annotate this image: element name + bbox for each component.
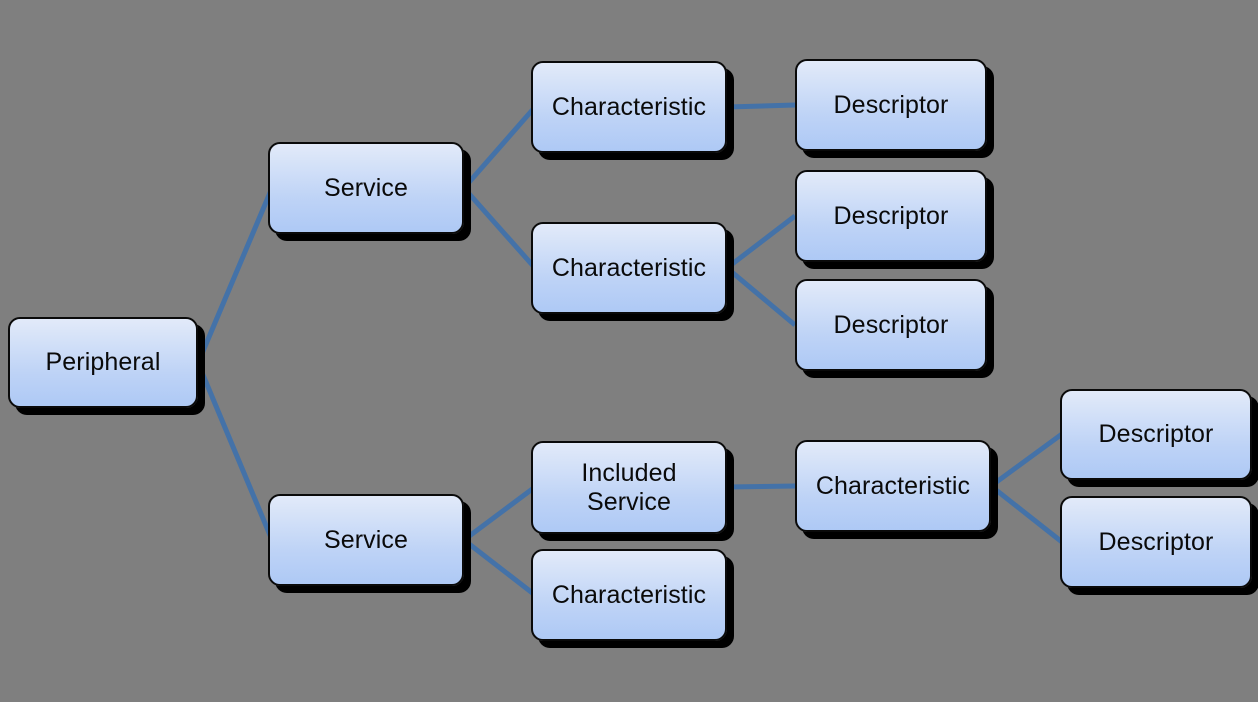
edge-service-1-to-characteristic-1	[462, 105, 537, 190]
edge-characteristic-2-to-descriptor-3	[725, 266, 797, 327]
edge-peripheral-to-service-2	[195, 362, 275, 541]
edge-characteristic-3-to-descriptor-5	[989, 484, 1064, 544]
node-descriptor-4[interactable]: Descriptor	[1060, 389, 1252, 480]
node-characteristic-3[interactable]: Characteristic	[795, 440, 991, 532]
node-service-2[interactable]: Service	[268, 494, 464, 586]
node-included-service[interactable]: Included Service	[531, 441, 727, 534]
edge-service-1-to-characteristic-2	[462, 186, 537, 270]
node-characteristic-2[interactable]: Characteristic	[531, 222, 727, 314]
node-descriptor-1[interactable]: Descriptor	[795, 59, 987, 151]
edge-characteristic-1-to-descriptor-1	[726, 102, 796, 110]
node-characteristic-1[interactable]: Characteristic	[531, 61, 727, 153]
edge-characteristic-2-to-descriptor-2	[725, 214, 797, 270]
node-descriptor-5[interactable]: Descriptor	[1060, 496, 1252, 588]
edge-peripheral-to-service-1	[195, 187, 275, 364]
edge-included-service-to-characteristic-3	[726, 483, 796, 490]
node-service-1[interactable]: Service	[268, 142, 464, 234]
edge-service-2-to-characteristic-4	[462, 538, 537, 597]
node-peripheral[interactable]: Peripheral	[8, 317, 198, 408]
node-characteristic-4[interactable]: Characteristic	[531, 549, 727, 641]
node-descriptor-3[interactable]: Descriptor	[795, 279, 987, 371]
node-descriptor-2[interactable]: Descriptor	[795, 170, 987, 262]
edge-service-2-to-included-service	[462, 484, 537, 543]
edge-characteristic-3-to-descriptor-4	[989, 431, 1064, 489]
